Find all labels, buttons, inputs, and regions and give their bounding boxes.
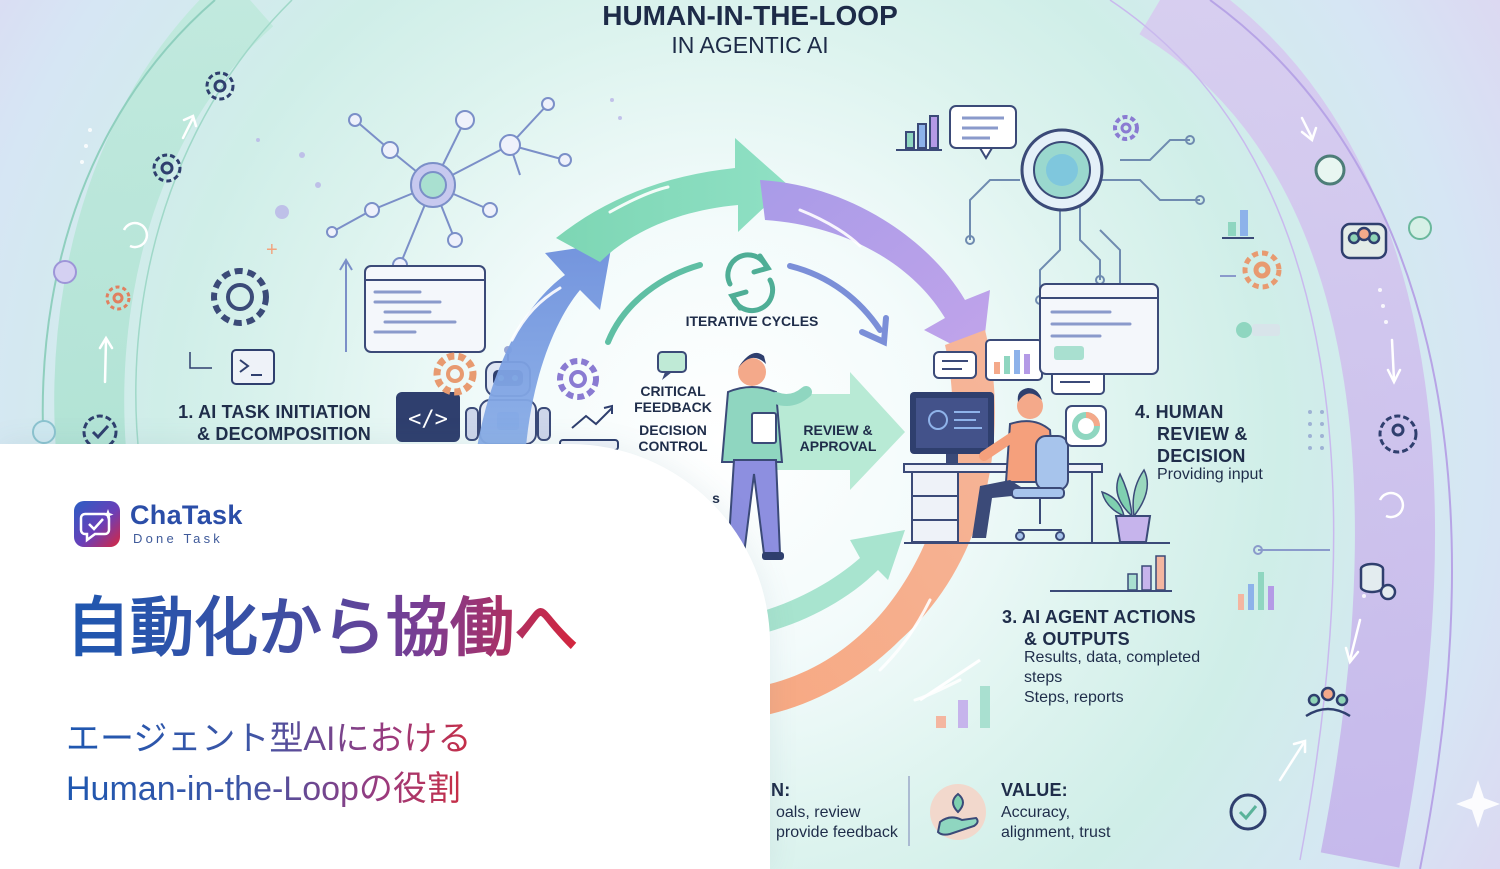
- gear-icon: [1113, 115, 1139, 141]
- ring-node: [1408, 216, 1432, 240]
- monitor-icon: [910, 392, 994, 464]
- value-description: Accuracy, alignment, trust: [1001, 804, 1111, 841]
- gear-icon: [205, 71, 235, 101]
- database-icon: [1359, 562, 1397, 601]
- iterative-cycles-label: ITERATIVE CYCLES: [685, 313, 819, 329]
- step4-title: 4. HUMAN REVIEW & DECISION: [1135, 402, 1248, 466]
- step1-title: 1. AI TASK INITIATION & DECOMPOSITION: [178, 402, 371, 444]
- partial-label: s: [712, 490, 720, 506]
- bar-chart-icon: [896, 115, 942, 151]
- gear-icon: [152, 153, 182, 183]
- cycle-arrow-blue: [475, 243, 612, 460]
- brand-tagline: Done Task: [133, 531, 223, 546]
- bar-chart-icon: [919, 658, 990, 728]
- chatask-logo-icon: [74, 501, 120, 547]
- subheadline-line1: エージェント型AIにおける: [66, 720, 472, 758]
- refresh-icon: [1378, 491, 1405, 519]
- browser-window: [1039, 283, 1159, 375]
- review-approval-label: REVIEW &APPROVAL: [799, 422, 877, 454]
- brand-name: ChaTask: [130, 500, 243, 530]
- network-icon: [326, 97, 572, 273]
- step3-description: Results, data, completed steps Steps, re…: [1024, 649, 1201, 706]
- chart-icon: [985, 339, 1043, 381]
- plant-icon: [1100, 468, 1152, 543]
- title-card: [0, 444, 770, 869]
- bar-chart-icon: [1050, 555, 1172, 592]
- gear-icon: [433, 352, 477, 396]
- cycle-arrow-teal: [556, 138, 788, 262]
- code-icon: </>: [396, 392, 460, 442]
- sparkle-icon: [1456, 780, 1500, 828]
- ring-arrows: [98, 114, 1402, 782]
- bar-chart-icon: [1238, 572, 1274, 610]
- chat-bubble-icon: [933, 351, 977, 379]
- ring-node: [1314, 154, 1346, 186]
- svg-text:</>: </>: [408, 407, 448, 432]
- gear-icon: [105, 285, 131, 311]
- team-icon: [1305, 686, 1351, 718]
- refresh-icon: [122, 221, 149, 249]
- value-heading: VALUE:: [1001, 780, 1068, 800]
- connector-lines: [1220, 275, 1330, 555]
- headline: 自動化から協働へ: [66, 592, 578, 664]
- desk: [903, 463, 1170, 544]
- step4-description: Providing input: [1157, 466, 1263, 483]
- ring-node: [32, 420, 56, 444]
- step3-title: 3. AI AGENT ACTIONS & OUTPUTS: [1002, 607, 1196, 649]
- donut-chart-icon: [1065, 405, 1107, 447]
- subheadline-line2: Human-in-the-Loopの役割: [66, 770, 461, 808]
- dot-grid: [1308, 410, 1324, 450]
- refresh-check-icon: [1229, 793, 1267, 831]
- decor-dots: [256, 98, 622, 219]
- team-icon: [1340, 222, 1388, 260]
- outer-ring-right: [1109, 0, 1453, 869]
- gear-icon: [82, 414, 118, 450]
- cycle-arrow-teal-lower: [760, 530, 905, 632]
- gear-icon: [1242, 250, 1282, 290]
- user-gear-icon: [1378, 414, 1418, 454]
- inner-arrows: [605, 262, 889, 347]
- lens-icon: [1020, 128, 1104, 212]
- code-window: [339, 258, 486, 353]
- value-hand-icon: [930, 784, 986, 840]
- refresh-icon: [725, 252, 776, 314]
- diagram-title: HUMAN-IN-THE-LOOP: [602, 0, 898, 31]
- plus-icon: +: [266, 239, 278, 261]
- chair-icon: [1011, 435, 1069, 541]
- terminal-icon: [189, 349, 275, 385]
- bottom-left-heading: N:: [771, 780, 791, 800]
- bottom-left-description: oals, review provide feedback: [776, 804, 898, 841]
- chat-bubble-icon: [949, 105, 1017, 160]
- gear-icon: [211, 268, 269, 326]
- cycle-arrow-purple: [760, 180, 990, 360]
- gear-icon: [557, 358, 599, 400]
- ring-node: [53, 260, 77, 284]
- toggle-icon: [1236, 322, 1280, 338]
- bar-chart-icon: [1222, 210, 1254, 239]
- diagram-subtitle: IN AGENTIC AI: [671, 32, 829, 58]
